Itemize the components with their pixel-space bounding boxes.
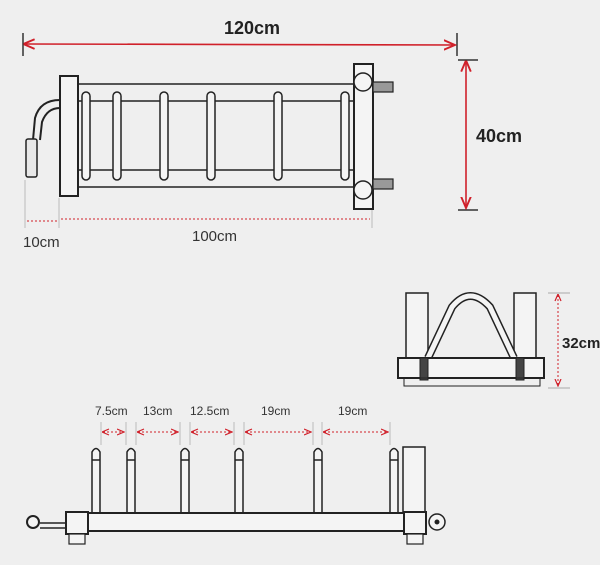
- frame-length-label: 100cm: [192, 228, 238, 245]
- spacing-label-5: 19cm: [338, 404, 368, 418]
- side-view: [397, 292, 570, 389]
- front-view: [26, 422, 446, 545]
- handle-offset-label: 10cm: [23, 234, 60, 251]
- spacing-label-4: 19cm: [261, 404, 291, 418]
- width-label: 40cm: [476, 126, 523, 146]
- top-view: [22, 33, 478, 228]
- height-label: 32cm: [562, 335, 600, 352]
- spacing-label-1: 7.5cm: [95, 404, 128, 418]
- spacing-label-2: 13cm: [143, 404, 173, 418]
- overall-length-label: 120cm: [224, 18, 281, 38]
- spacing-label-3: 12.5cm: [190, 404, 230, 418]
